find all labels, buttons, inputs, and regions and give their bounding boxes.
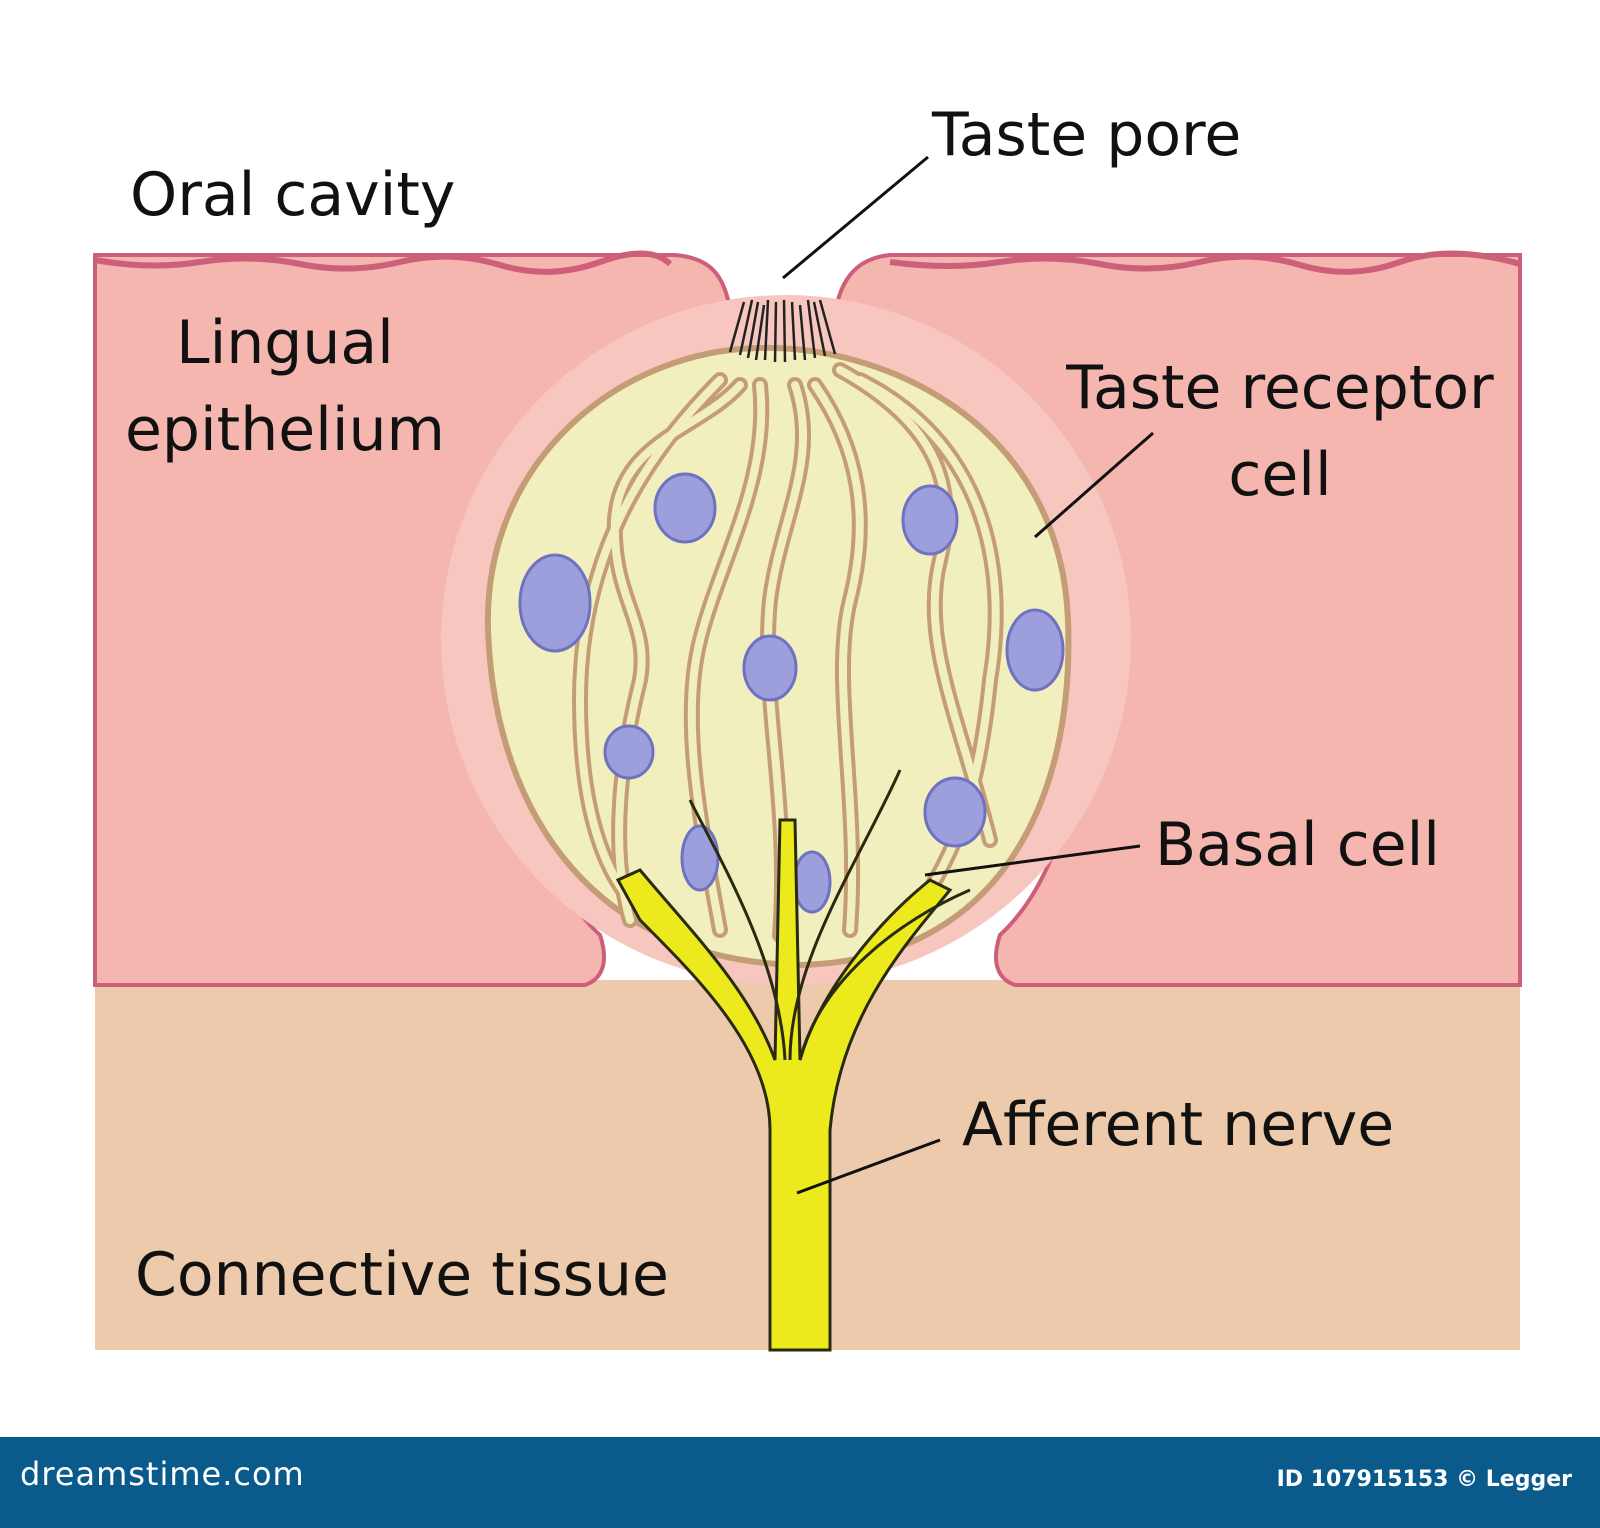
label-basal-cell: Basal cell	[1155, 810, 1440, 880]
nucleus	[1005, 608, 1065, 692]
nucleus	[792, 850, 832, 914]
leader-basal-cell	[924, 844, 1141, 877]
nucleus	[653, 472, 717, 544]
label-taste-receptor-cell-2: cell	[1228, 440, 1331, 510]
taste-pore-microvilli	[728, 299, 837, 363]
nucleus	[923, 776, 987, 848]
footer-brand[interactable]: dreamstime.com	[20, 1455, 305, 1493]
nucleus	[742, 634, 798, 702]
label-taste-pore: Taste pore	[931, 100, 1241, 170]
label-oral-cavity: Oral cavity	[130, 160, 455, 230]
label-afferent-nerve: Afferent nerve	[962, 1090, 1394, 1160]
epithelium-surface-left	[94, 250, 673, 275]
footer-bar: dreamstime.com ID 107915153 © Legger	[0, 1437, 1600, 1528]
taste-receptor-cells-inner	[575, 366, 1000, 939]
nucleus	[518, 553, 592, 653]
afferent-nerve	[615, 769, 971, 1352]
leader-afferent-nerve	[796, 1138, 941, 1195]
taste-bud-diagram: Oral cavity Taste pore Lingual epitheliu…	[93, 100, 1522, 1352]
label-lingual-epithelium-1: Lingual	[176, 308, 394, 378]
cell-nuclei	[518, 472, 1065, 914]
footer-credit: ID 107915153 © Legger	[1276, 1467, 1572, 1492]
nucleus	[603, 724, 655, 780]
leader-taste-pore	[782, 155, 929, 280]
epithelium-surface-right	[889, 250, 1521, 275]
label-lingual-epithelium-2: epithelium	[125, 395, 445, 465]
nucleus	[901, 484, 959, 556]
nucleus	[680, 824, 720, 892]
leader-taste-receptor-cell	[1034, 431, 1154, 539]
label-taste-receptor-cell-1: Taste receptor	[1065, 353, 1494, 423]
label-connective-tissue: Connective tissue	[135, 1240, 669, 1310]
